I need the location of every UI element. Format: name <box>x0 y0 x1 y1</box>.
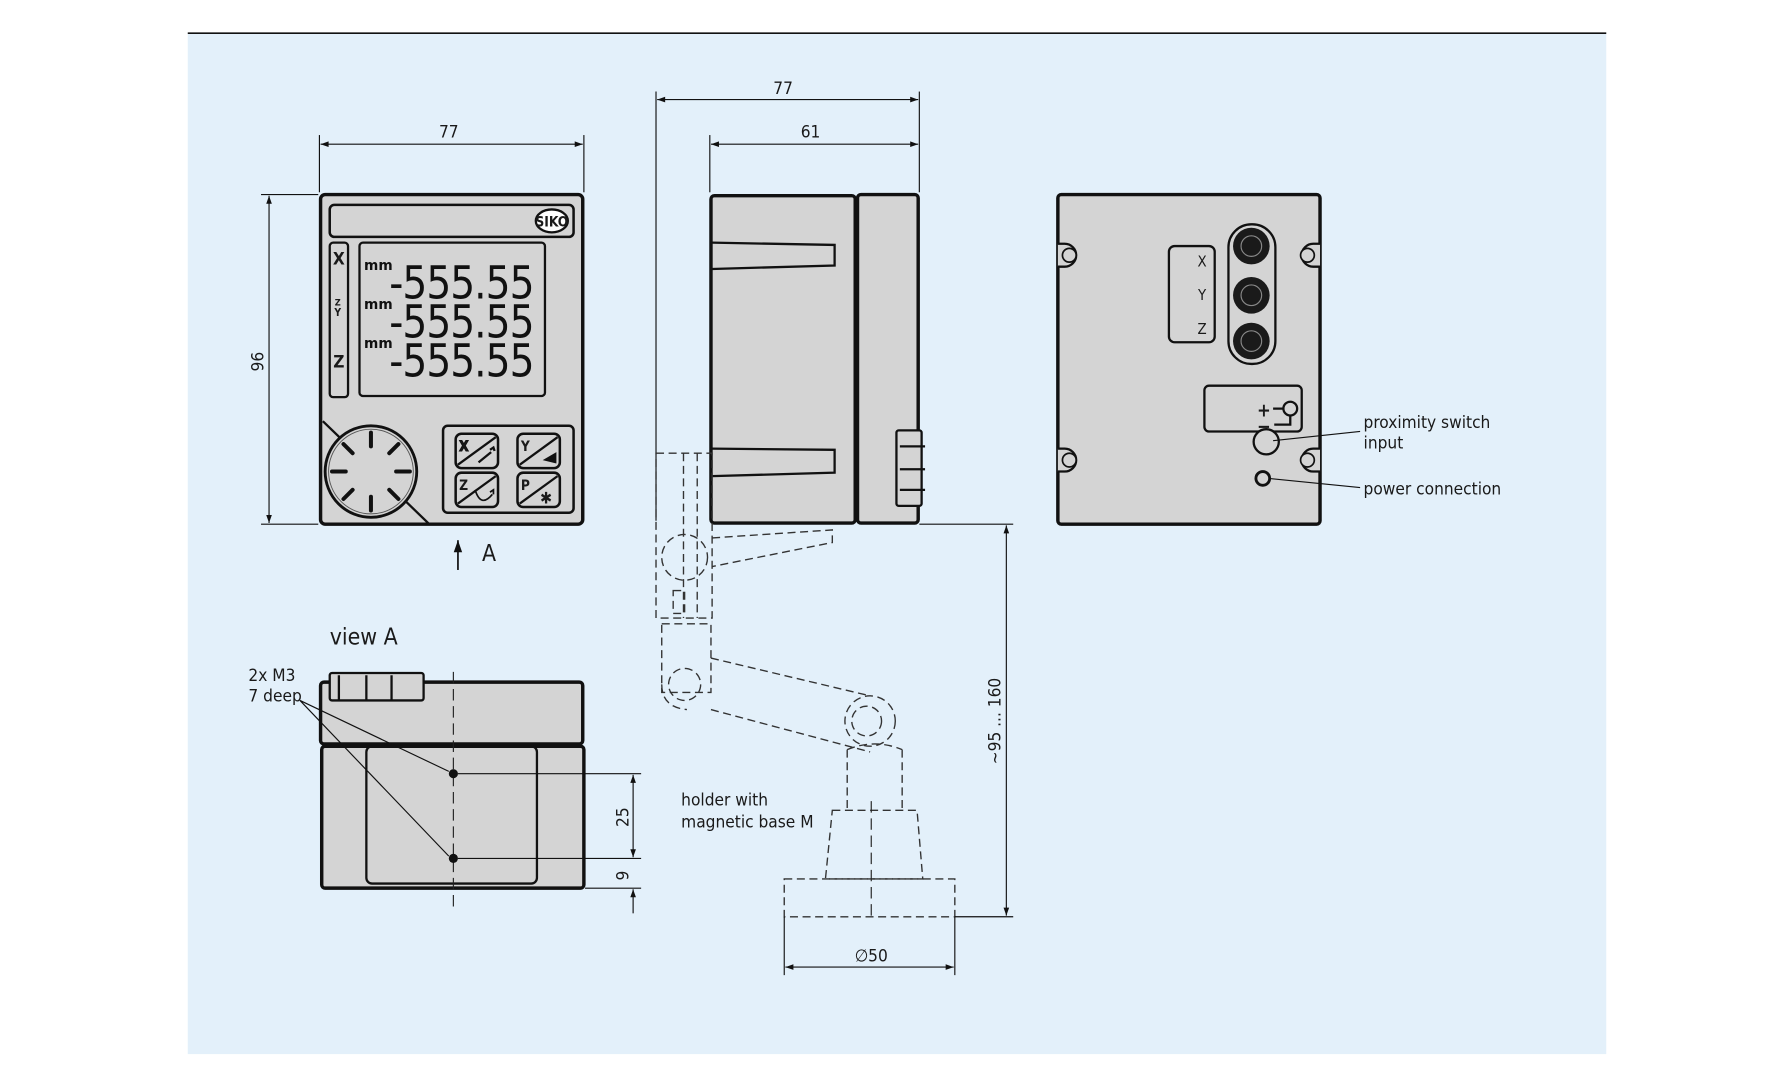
triangle-icon <box>542 452 557 464</box>
callout-proximity-line2: input <box>1364 434 1404 454</box>
connector-label-box <box>1167 244 1216 344</box>
proximity-switch-input <box>1252 428 1280 456</box>
key-p-label: P <box>521 478 530 494</box>
callout-proximity-line1: proximity switch <box>1364 413 1491 433</box>
lcd-display <box>358 241 547 398</box>
siko-logo-text: SIKO <box>535 215 568 231</box>
key-z-label: Z <box>459 478 468 494</box>
m3-hole-upper <box>448 769 458 779</box>
side-slot-upper <box>712 241 836 271</box>
view-a: view A 2x M3 7 deep 25 9 <box>248 624 642 914</box>
connector-label-x: X <box>1198 253 1207 271</box>
encoder-connectors <box>1233 227 1270 360</box>
edge-offset-label: 9 <box>614 871 634 881</box>
lcd-unit-y: mm <box>364 297 393 313</box>
connector-x-icon <box>1233 227 1270 265</box>
axis-indicator-x: X <box>333 249 345 269</box>
hole-note-line1: 2x M3 <box>248 666 295 686</box>
side-slot-lower <box>712 447 836 478</box>
side-connectors <box>895 429 926 508</box>
lcd-value-x: -555.55 <box>389 257 533 310</box>
connector-label-z: Z <box>1198 320 1207 338</box>
base-diameter-label: ∅50 <box>855 946 888 966</box>
key-y[interactable]: Y <box>516 432 562 470</box>
callout-power-connection: power connection <box>1364 479 1502 499</box>
brand-strip <box>328 203 575 239</box>
front-view: 77 96 SIKO X Z Y Z mm -555.55 mm -555.55… <box>248 122 585 570</box>
connector-label-y: Y <box>1197 286 1207 304</box>
lcd-unit-x: mm <box>364 258 393 274</box>
star-icon: ✱ <box>540 489 552 508</box>
front-height-label: 96 <box>248 352 268 372</box>
lcd-unit-z: mm <box>364 336 393 352</box>
hole-spacing-label: 25 <box>614 807 634 827</box>
axis-indicator-z: Z <box>333 352 344 372</box>
key-y-label: Y <box>520 439 531 455</box>
wrench-icon <box>477 445 496 464</box>
side-housing-front <box>709 193 857 525</box>
side-view: 77 61 <box>655 79 1014 525</box>
view-a-recess <box>365 745 539 885</box>
lcd-value-z: -555.55 <box>389 335 533 388</box>
view-a-arrow-label: A <box>482 541 496 567</box>
magnetic-holder: holder with magnetic base M ~95 ... 160 … <box>655 452 1014 976</box>
connector-z-icon <box>1233 322 1270 360</box>
holder-note-line2: magnetic base M <box>681 812 813 832</box>
key-x[interactable]: X <box>454 432 500 470</box>
power-plus-symbol: + <box>1257 401 1271 422</box>
back-view: X Y Z + − proximity switch input power c… <box>1056 192 1502 526</box>
key-p[interactable]: P ✱ <box>516 471 562 509</box>
siko-logo <box>534 208 570 234</box>
back-housing <box>1056 192 1322 526</box>
lcd-value-y: -555.55 <box>389 296 533 349</box>
axis-indicator-strip <box>328 241 350 399</box>
mounting-screws <box>1057 242 1321 473</box>
holder-note-line1: holder with <box>681 791 768 811</box>
curved-arrow-icon <box>474 488 495 502</box>
knob-grip-marks <box>330 430 412 513</box>
view-a-connectors <box>328 671 425 702</box>
side-body-depth-label: 61 <box>801 122 821 142</box>
axis-indicator-z0: Z <box>335 299 341 309</box>
axis-indicator-y: Y <box>333 307 341 319</box>
power-label-box <box>1203 384 1303 433</box>
power-connection-socket <box>1254 470 1272 487</box>
key-x-label: X <box>459 439 469 455</box>
side-total-depth-label: 77 <box>773 79 793 99</box>
key-z[interactable]: Z <box>454 471 500 509</box>
connector-y-icon <box>1233 276 1270 314</box>
hole-note-line2: 7 deep <box>248 687 301 707</box>
front-width-label: 77 <box>439 122 459 142</box>
holder-height-label: ~95 ... 160 <box>986 678 1006 765</box>
drawing-panel <box>187 33 1607 1055</box>
m3-hole-lower <box>448 853 458 863</box>
view-a-title: view A <box>330 624 398 650</box>
